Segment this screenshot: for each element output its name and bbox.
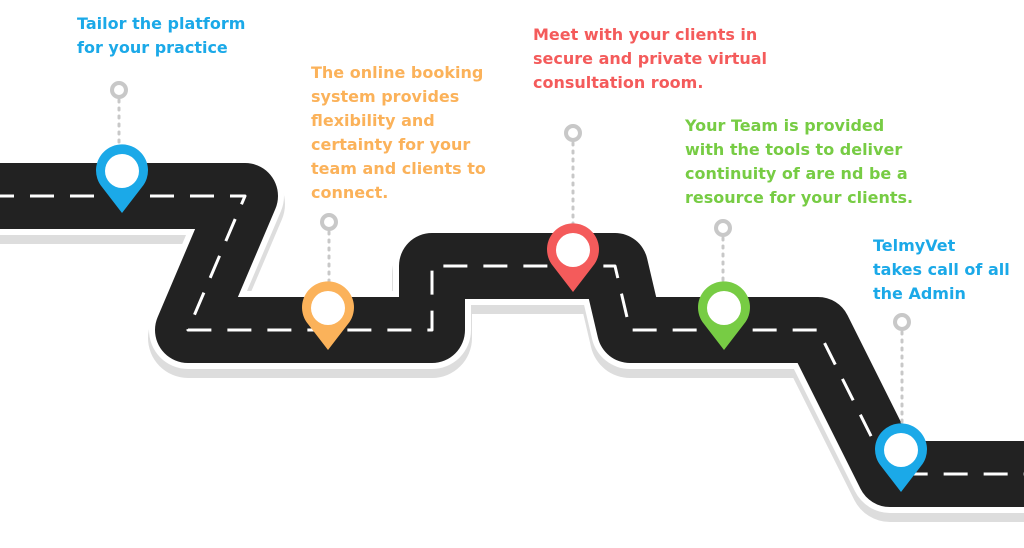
milestone-caption-1: Tailor the platform for your practice	[77, 14, 246, 57]
milestone-caption-4: Your Team is provided with the tools to …	[685, 116, 914, 207]
connector-5	[893, 313, 911, 427]
milestone-caption-2: The online booking system provides flexi…	[311, 63, 486, 202]
milestone-caption-3: Meet with your clients in secure and pri…	[533, 25, 768, 92]
ring-icon	[893, 313, 911, 331]
ring-icon	[110, 81, 128, 99]
map-pin-icon	[547, 223, 599, 292]
map-pin-icon	[875, 423, 927, 492]
ring-icon	[564, 124, 582, 142]
connector-1	[110, 81, 128, 152]
map-pin-icon	[96, 144, 148, 213]
map-pin-icon	[698, 281, 750, 350]
lane-markings	[0, 194, 1024, 476]
connector-3	[564, 124, 582, 230]
ring-icon	[714, 219, 732, 237]
connector-2	[320, 213, 338, 290]
map-pin-icon	[302, 281, 354, 350]
ring-icon	[320, 213, 338, 231]
connector-4	[714, 219, 732, 290]
milestone-caption-5: TelmyVet takes call of all the Admin	[873, 236, 1010, 303]
road	[0, 157, 1024, 522]
